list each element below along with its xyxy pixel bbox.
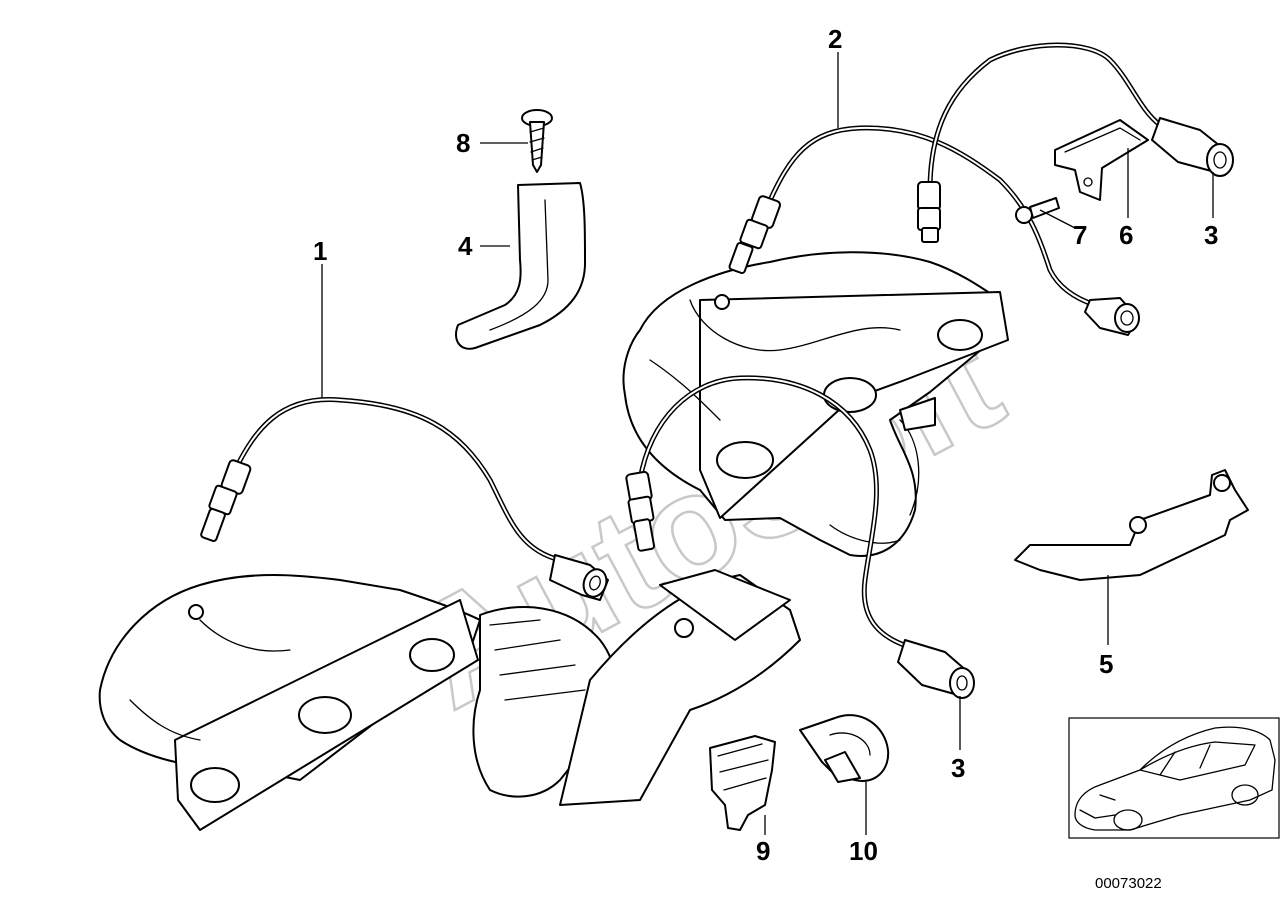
clip-10 bbox=[799, 714, 890, 783]
callout-9: 9 bbox=[756, 836, 770, 866]
car-icon bbox=[1074, 726, 1276, 831]
bolt-7 bbox=[1015, 197, 1060, 224]
callout-1: 1 bbox=[313, 236, 327, 266]
callout-4: 4 bbox=[458, 231, 473, 261]
bracket-5 bbox=[1014, 469, 1249, 581]
callout-7: 7 bbox=[1073, 220, 1087, 250]
vehicle-thumbnail bbox=[1068, 717, 1280, 839]
connector-3-upper bbox=[1151, 117, 1234, 177]
callout-5: 5 bbox=[1099, 649, 1113, 679]
bracket-6 bbox=[1054, 119, 1149, 201]
callout-3-upper: 3 bbox=[1204, 220, 1218, 250]
oxygen-sensor-2 bbox=[728, 42, 1163, 336]
oxygen-sensor-lower bbox=[625, 375, 975, 699]
leader-lines bbox=[321, 52, 1214, 835]
callout-10: 10 bbox=[849, 836, 878, 866]
reference-number: 00073022 bbox=[1095, 875, 1162, 892]
callout-6: 6 bbox=[1119, 220, 1133, 250]
clip-9 bbox=[709, 735, 776, 831]
callout-8: 8 bbox=[456, 128, 470, 158]
rear-exhaust-manifold bbox=[622, 251, 1009, 557]
screw-8 bbox=[521, 109, 553, 173]
heat-shield-4 bbox=[455, 182, 587, 350]
callout-2: 2 bbox=[828, 24, 842, 54]
front-exhaust-manifold bbox=[98, 569, 801, 831]
callout-3-lower: 3 bbox=[951, 753, 965, 783]
oxygen-sensor-1 bbox=[200, 397, 609, 601]
